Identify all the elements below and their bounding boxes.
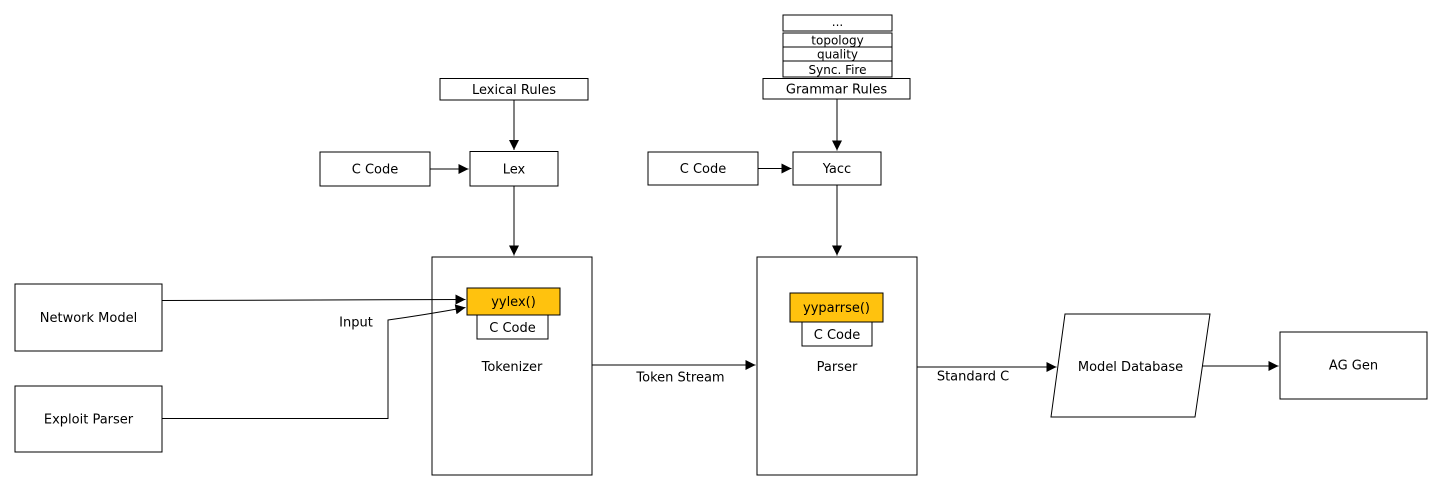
yacc-label: Yacc [822,162,851,177]
c-code-lex-label: C Code [352,163,399,178]
node-stack-quality: quality [782,46,893,62]
network-model-label: Network Model [40,311,137,326]
stack-quality-label: quality [817,48,858,62]
edge-label-standard-c: Standard C [937,370,1009,385]
node-yyparrse: yyparrse() [789,292,884,323]
node-exploit-parser: Exploit Parser [14,385,163,453]
edge-label-input: Input [339,316,373,331]
node-c-code-parser: C Code [801,321,873,347]
node-stack-ellipsis: ... [782,14,893,32]
node-c-code-tokenizer: C Code [476,314,549,340]
node-c-code-lex: C Code [319,151,431,187]
ag-gen-label: AG Gen [1329,359,1378,374]
lexical-rules-label: Lexical Rules [472,83,556,98]
yyparrse-highlight-box [789,292,884,323]
model-database-label: Model Database [1078,360,1183,375]
edge-exploit-parser-to-yylex [162,304,466,419]
c-code-parser-label: C Code [814,328,861,343]
c-code-tokenizer-label: C Code [489,321,536,336]
node-ag-gen: AG Gen [1279,331,1428,400]
parser-label: Parser [817,360,858,375]
node-stack-topology: topology [782,32,893,48]
exploit-parser-label: Exploit Parser [44,413,134,428]
edge-network-model-to-yylex [161,294,466,305]
node-grammar-rules: Grammar Rules [762,78,911,100]
c-code-yacc-label: C Code [680,162,727,177]
node-network-model: Network Model [14,283,163,352]
yylex-label: yylex() [491,295,536,310]
node-lexical-rules: Lexical Rules [439,78,589,101]
node-c-code-yacc: C Code [647,151,759,186]
lex-label: Lex [503,163,526,178]
tokenizer-label: Tokenizer [481,360,543,375]
node-stack-sync-fire: Sync. Fire [782,60,893,78]
edge-label-token-stream: Token Stream [635,371,724,386]
node-model-database: Model Database [1050,313,1211,418]
node-lex: Lex [469,151,559,187]
node-parser: Parser [756,256,918,476]
stack-sync-fire-label: Sync. Fire [809,63,867,77]
stack-ellipsis-label: ... [832,15,843,29]
grammar-rules-label: Grammar Rules [786,83,887,98]
node-yylex: yylex() [466,287,561,316]
node-yacc: Yacc [792,151,882,186]
yylex-highlight-box [466,287,561,316]
stack-topology-label: topology [811,34,863,48]
yyparrse-label: yyparrse() [803,301,870,316]
